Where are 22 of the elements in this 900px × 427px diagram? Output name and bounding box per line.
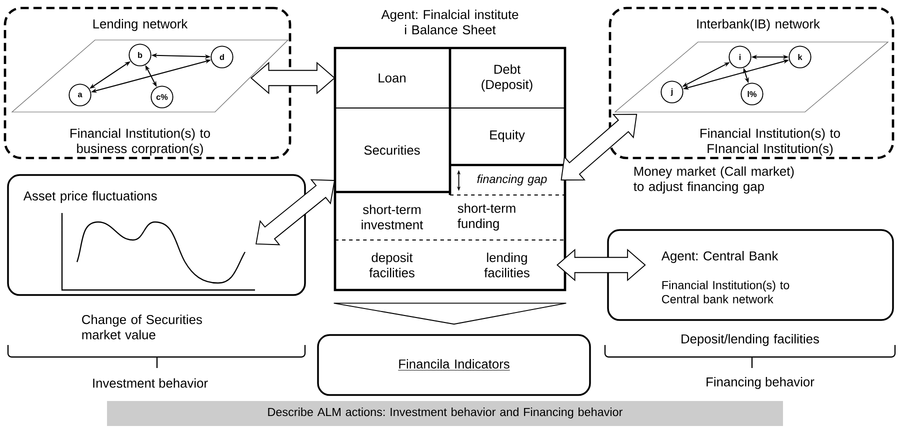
balance-sheet-cell: deposit facilities [369,252,414,278]
caption-text: Money market (Call market) to adjust financing gap [634,166,794,194]
balance-sheet-cell: Securities [334,108,450,192]
balance-sheet-cell: lending facilities [484,252,530,278]
chevron-arrow [333,302,567,325]
block-arrow [556,248,646,282]
balance-sheet-cell: Debt (Deposit) [450,48,566,108]
balance-sheet-cell: short-term investment [362,204,424,230]
indicator-box: Financila Indicators [317,334,591,396]
node-label: financing gap [477,174,547,186]
agent-box: Agent: Central Bank Financial Institution(s) to Central bank network [607,229,894,321]
balance-sheet-cell: Loan [334,48,450,108]
node-label: Agent: Finalcial institute i Balance Sheet [381,10,518,34]
caption-text: Deposit/lending facilities [682,334,819,346]
balance-sheet-cell: Equity [450,108,566,166]
caption-band: Describe ALM actions: Investment behavior and Financing behavior [107,401,783,426]
block-arrow [560,114,638,180]
balance-sheet-cell: short-term funding [458,203,516,231]
caption-text: Change of Securities market value [82,314,202,340]
bracket-label: Financing behavior [706,377,814,389]
chart-panel: Asset price fluctuations [7,174,306,296]
bracket-label: Investment behavior [93,378,208,388]
